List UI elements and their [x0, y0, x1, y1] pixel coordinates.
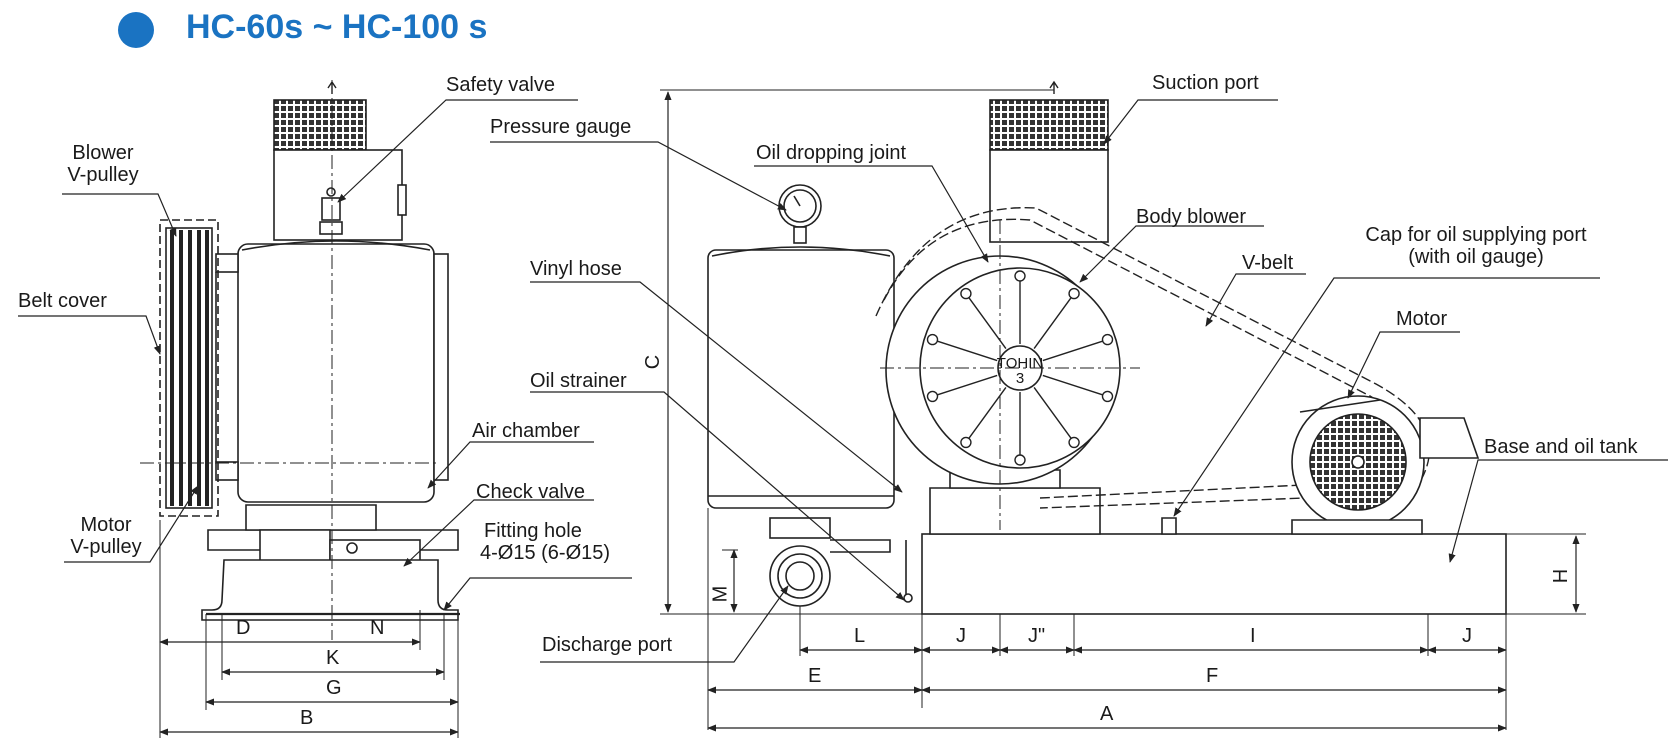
dim-l: L	[854, 625, 866, 647]
blower-spoke	[1042, 374, 1104, 396]
label-discharge-port: Discharge port	[542, 634, 673, 656]
base-oil-tank	[921, 533, 1507, 615]
label-cap-oil: Cap for oil supplying port (with oil gau…	[1344, 224, 1608, 268]
label-cap-oil-line1: Cap for oil supplying port	[1365, 224, 1587, 246]
suction-filter	[989, 99, 1109, 151]
dim-m: M	[709, 585, 732, 603]
label-oil-dropping-joint: Oil dropping joint	[756, 142, 907, 164]
label-v-belt: V-belt	[1242, 252, 1294, 274]
label-safety-valve: Safety valve	[446, 74, 555, 96]
blower-spokes	[926, 270, 1114, 466]
label-blower-vpulley-line1: Blower	[72, 142, 134, 164]
dim-f: F	[1206, 665, 1219, 687]
dim-d: D	[236, 617, 251, 639]
label-air-chamber: Air chamber	[472, 420, 580, 442]
leader-lines	[18, 99, 1668, 663]
blower-bolt	[926, 333, 939, 346]
blower-bolt	[1101, 390, 1114, 403]
label-cap-oil-line2: (with oil gauge)	[1408, 246, 1544, 268]
dim-n: N	[370, 617, 385, 639]
blower-nameplate-line2: 3	[1015, 370, 1025, 387]
label-oil-strainer: Oil strainer	[530, 370, 627, 392]
blower-nameplate-line1: TOHIN	[996, 355, 1044, 372]
v-belt-path	[883, 218, 1417, 499]
blower-bolt	[1014, 454, 1026, 466]
dim-e: E	[808, 665, 822, 687]
label-blower-vpulley: Blower V-pulley	[46, 142, 160, 186]
label-pressure-gauge: Pressure gauge	[490, 116, 632, 138]
belt-cover-outline	[159, 219, 219, 517]
label-suction-port: Suction port	[1152, 72, 1259, 94]
label-base-oil-tank: Base and oil tank	[1484, 436, 1638, 458]
dim-j3: J	[1462, 625, 1472, 647]
dim-k: K	[326, 647, 340, 669]
dim-i: I	[1250, 625, 1256, 647]
discharge-port-flange	[769, 545, 831, 607]
dim-g: G	[326, 677, 342, 699]
front-view-dimensions	[664, 91, 1580, 732]
label-motor-vpulley-line2: V-pulley	[70, 536, 142, 558]
label-fitting-hole: Fitting hole 4-Ø15 (6-Ø15)	[480, 520, 610, 564]
dim-j2: J"	[1028, 625, 1046, 647]
blower-spoke	[936, 340, 998, 362]
blower-bolt	[1068, 287, 1080, 300]
label-motor-vpulley: Motor V-pulley	[56, 514, 156, 558]
label-belt-cover: Belt cover	[18, 290, 107, 312]
label-body-blower: Body blower	[1136, 206, 1247, 228]
blower-spoke	[1042, 340, 1104, 362]
page-title: HC-60s ~ HC-100 s	[186, 8, 488, 46]
label-vinyl-hose: Vinyl hose	[530, 258, 622, 280]
blower-nameplate: TOHIN 3	[994, 356, 1046, 386]
safety-valve-body	[321, 197, 341, 221]
label-blower-vpulley-line2: V-pulley	[67, 164, 139, 186]
dim-j1: J	[956, 625, 966, 647]
blower-bolt	[1014, 270, 1026, 282]
dim-a: A	[1100, 703, 1114, 725]
blower-bolt	[926, 390, 939, 403]
filter-cap	[273, 99, 367, 151]
air-tank	[707, 249, 895, 509]
label-motor: Motor	[1396, 308, 1448, 330]
label-motor-vpulley-line1: Motor	[80, 514, 132, 536]
side-view-dimensions	[159, 638, 459, 736]
blower-bolt	[1101, 333, 1114, 346]
label-check-valve: Check valve	[476, 481, 585, 503]
blower-bolt	[960, 287, 972, 300]
label-fitting-hole-line2: 4-Ø15 (6-Ø15)	[480, 542, 611, 564]
blower-spoke	[1033, 296, 1073, 349]
blower-spoke	[1033, 387, 1073, 440]
label-fitting-hole-line1: Fitting hole	[484, 520, 582, 542]
v-pulley-grooves	[165, 227, 213, 509]
title-bullet-icon	[118, 12, 154, 48]
blower-bolt	[960, 436, 972, 449]
blower-bolt	[1068, 436, 1080, 449]
dim-h: H	[1550, 568, 1573, 584]
dim-b: B	[300, 707, 314, 729]
front-view	[660, 80, 1586, 730]
side-view	[140, 80, 460, 738]
blower-spoke	[936, 374, 998, 396]
dim-c: C	[642, 354, 665, 370]
oil-cap	[1161, 517, 1177, 535]
